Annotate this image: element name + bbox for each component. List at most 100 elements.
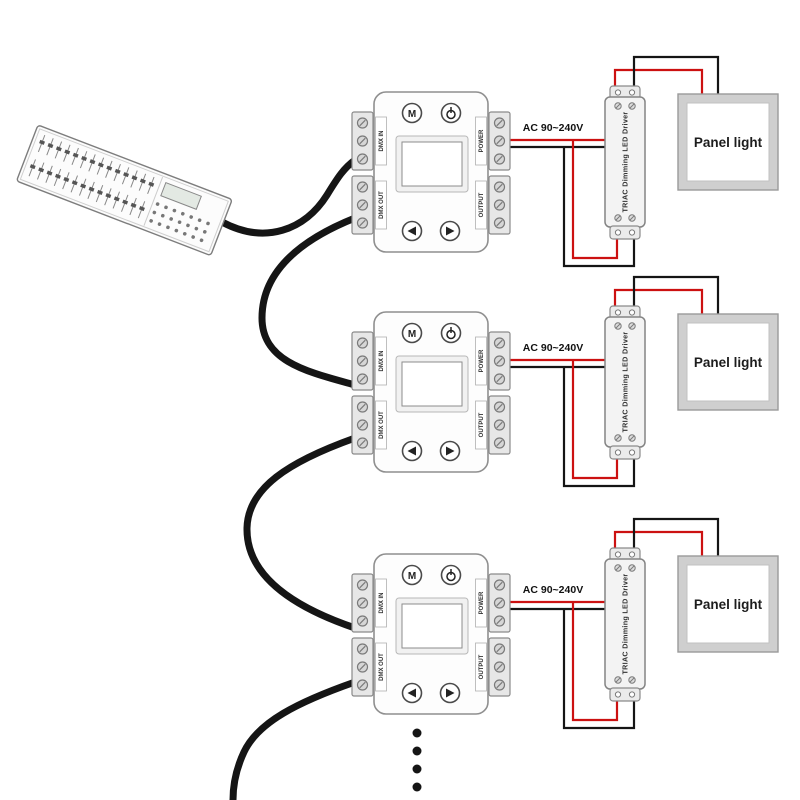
- ac-voltage-label: AC 90~240V: [523, 584, 583, 596]
- terminal-screw: [356, 217, 369, 229]
- right-arrow-icon: [446, 226, 455, 236]
- dmx-out-label-box: [375, 400, 387, 450]
- driver-terminal-screw: [614, 322, 622, 330]
- dmx-in-label: DMX IN: [379, 351, 385, 372]
- driver-to-panel-live-wire: [613, 530, 704, 556]
- terminal-screw: [493, 337, 506, 349]
- terminal-screw: [356, 579, 369, 591]
- panel-light: Panel light: [677, 313, 779, 411]
- driver-bottom-live-wire: [571, 141, 619, 260]
- mount-hole: [628, 449, 636, 456]
- dmx-in-label-box: [375, 578, 387, 628]
- power-label: POWER: [479, 591, 485, 614]
- mode-button: [401, 322, 423, 344]
- led-driver: TRIAC Dimming LED Driver: [604, 547, 646, 702]
- terminal-screw: [356, 419, 369, 431]
- left-arrow-icon: [407, 688, 416, 698]
- mount-hole: [628, 691, 636, 698]
- mount-hole: [628, 551, 636, 558]
- output-label: OUTPUT: [479, 654, 485, 679]
- terminal-screw: [356, 135, 369, 147]
- dmx-dimmer-controller: M DMX IN DMX OUT POWER OUTPUT: [351, 553, 511, 715]
- power-icon: [446, 569, 456, 582]
- led-driver: TRIAC Dimming LED Driver: [604, 85, 646, 240]
- right-arrow-icon: [446, 446, 455, 456]
- mount-hole: [628, 309, 636, 316]
- terminal-screw: [356, 337, 369, 349]
- driver-bottom-live-wire: [571, 361, 619, 480]
- driver-bottom-mount-tab: [609, 445, 641, 460]
- output-label-box: [475, 180, 487, 230]
- power-label-box: [475, 578, 487, 628]
- terminal-screw: [356, 153, 369, 165]
- driver-bottom-neutral-wire: [562, 148, 636, 268]
- panel-light-label: Panel light: [694, 355, 763, 370]
- terminal-screw: [493, 597, 506, 609]
- left-arrow-icon: [407, 446, 416, 456]
- terminal-screw: [493, 135, 506, 147]
- dmx-dimmer-controller: M DMX IN DMX OUT POWER OUTPUT: [351, 311, 511, 473]
- driver-terminal-screw: [614, 676, 622, 684]
- panel-light-surface: [686, 322, 770, 402]
- driver-bottom-mount-tab: [609, 687, 641, 702]
- dmx-out-label: DMX OUT: [379, 653, 385, 681]
- mount-hole: [628, 89, 636, 96]
- left-arrow-icon: [407, 226, 416, 236]
- driver-bottom-neutral-wire: [562, 368, 636, 488]
- terminal-screw: [493, 355, 506, 367]
- right-arrow-icon: [446, 688, 455, 698]
- continuation-dot: [412, 746, 422, 756]
- continuation-dots: [412, 728, 422, 792]
- mount-hole: [614, 449, 622, 456]
- dmx-in-label-box: [375, 336, 387, 386]
- dmx-cable-unit2-to-unit3: [243, 434, 359, 632]
- terminal-screw: [493, 661, 506, 673]
- mode-button: [401, 102, 423, 124]
- terminal-screw: [493, 615, 506, 627]
- console-button-grid: [149, 202, 210, 243]
- output-label-box: [475, 400, 487, 450]
- terminal-screw: [493, 437, 506, 449]
- panel-light-surface: [686, 564, 770, 644]
- terminal-screw: [356, 615, 369, 627]
- output-label-box: [475, 642, 487, 692]
- terminal-screw: [356, 679, 369, 691]
- driver-to-panel-neutral-wire: [632, 275, 720, 314]
- mode-button-label: M: [408, 329, 416, 340]
- dmx-out-label-box: [375, 180, 387, 230]
- power-label-box: [475, 336, 487, 386]
- ac-voltage-label: AC 90~240V: [523, 342, 583, 354]
- power-icon: [446, 107, 456, 120]
- mode-button-label: M: [408, 109, 416, 120]
- driver-terminal-screw: [614, 564, 622, 572]
- output-label: OUTPUT: [479, 192, 485, 217]
- dmx-in-label-box: [375, 116, 387, 166]
- terminal-screw: [356, 181, 369, 193]
- driver-terminal-screw: [614, 102, 622, 110]
- continuation-dot: [412, 782, 422, 792]
- dmx-cable-unit1-to-unit2: [258, 214, 359, 389]
- group-wiring: AC 90~240V: [510, 55, 720, 268]
- led-driver: TRIAC Dimming LED Driver: [604, 305, 646, 460]
- driver-bottom-neutral-wire: [562, 610, 636, 730]
- driver-terminal-screw: [614, 434, 622, 442]
- dimmer-group: AC 90~240V: [351, 275, 779, 488]
- terminal-screw: [493, 419, 506, 431]
- terminal-screw: [493, 217, 506, 229]
- terminal-screw: [493, 117, 506, 129]
- dmx-cable-console-to-unit1: [218, 156, 359, 237]
- driver-bottom-mount-tab: [609, 225, 641, 240]
- driver-terminal-screw: [628, 322, 636, 330]
- mount-hole: [628, 229, 636, 236]
- terminal-screw: [356, 355, 369, 367]
- mount-hole: [614, 691, 622, 698]
- driver-label: TRIAC Dimming LED Driver: [621, 573, 630, 674]
- ac-voltage-label: AC 90~240V: [523, 122, 583, 134]
- lcd-screen: [401, 141, 463, 187]
- output-label: OUTPUT: [479, 412, 485, 437]
- power-label-box: [475, 116, 487, 166]
- panel-light-surface: [686, 102, 770, 182]
- driver-terminal-screw: [628, 676, 636, 684]
- panel-light: Panel light: [677, 555, 779, 653]
